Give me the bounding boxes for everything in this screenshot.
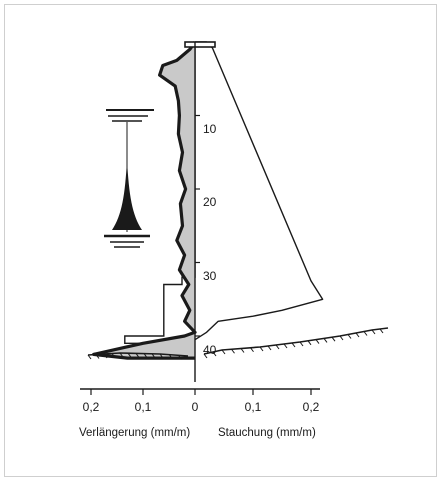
ground-right-hatch-17: [347, 334, 352, 339]
ground-hatching: [87, 328, 384, 360]
ground-right-hatch-1: [212, 351, 217, 357]
ground-right-hatch-16: [339, 335, 344, 341]
strain-label-right-01: 0,1: [245, 400, 262, 414]
pile-schematic-icon: [104, 109, 154, 248]
ground-left-hatch-11: [178, 355, 183, 360]
ground-right-hatch-19: [363, 331, 368, 336]
ground-right-hatch-12: [307, 340, 312, 346]
stauchung-axis-label: Stauchung (mm/m): [218, 427, 316, 439]
ground-right-hatch-6: [259, 346, 264, 352]
ground-left-hatch-4: [119, 352, 124, 358]
ground-left-hatch-0: [87, 354, 92, 360]
profile-shaded-area: [93, 42, 195, 359]
ground-left-hatch-9: [159, 353, 164, 359]
ground-right-hatch-2: [221, 349, 226, 355]
ground-right-hatch-7: [267, 345, 272, 351]
strain-axis-ticks: [90, 389, 312, 395]
ground-left-hatch-1: [95, 354, 100, 359]
wall-head: [184, 41, 216, 48]
ground-right-hatch-5: [250, 347, 254, 353]
ground-right-hatch-4: [240, 348, 245, 353]
strain-label-right-02: 0,2: [303, 400, 320, 414]
ground-left-hatch-6: [135, 353, 140, 358]
ground-right-hatch-14: [323, 338, 328, 343]
ground-right-hatch-10: [291, 342, 296, 348]
ground-left-hatch-7: [143, 353, 148, 358]
ground-left-hatch-8: [151, 353, 156, 359]
ground-right-hatch-9: [283, 343, 288, 349]
ground-right-hatch-15: [331, 336, 336, 342]
ground-right-hatch-0: [203, 353, 208, 359]
depth-label-40: 40: [203, 343, 217, 357]
depth-label-10: 10: [203, 122, 217, 136]
strain-label-left-02: 0,2: [83, 400, 100, 414]
ground-left-hatch-2: [103, 353, 108, 359]
depth-label-30: 30: [203, 269, 217, 283]
ground-right-hatch-13: [315, 339, 320, 344]
depth-axis-ticks: [195, 114, 200, 337]
diagram-border: [4, 4, 437, 477]
verlaengerung-axis-label: Verlängerung (mm/m): [79, 427, 190, 439]
profile-thick-line: [91, 41, 197, 360]
strain-label-left-01: 0,1: [135, 400, 152, 414]
ground-right-hatch-20: [371, 329, 376, 335]
ground-right-hatch-3: [231, 348, 235, 354]
ground-left-hatch-10: [168, 354, 173, 359]
strain-label-zero: 0: [192, 400, 199, 414]
ground-left-hatch-5: [127, 352, 132, 358]
ground-right-hatch-11: [299, 341, 304, 347]
ground-right-hatch-8: [275, 344, 280, 350]
ground-right-hatch-18: [355, 332, 360, 338]
ground-left-hatch-3: [111, 353, 116, 358]
ground-right-hatch-21: [379, 328, 384, 334]
depth-label-20: 20: [203, 195, 217, 209]
